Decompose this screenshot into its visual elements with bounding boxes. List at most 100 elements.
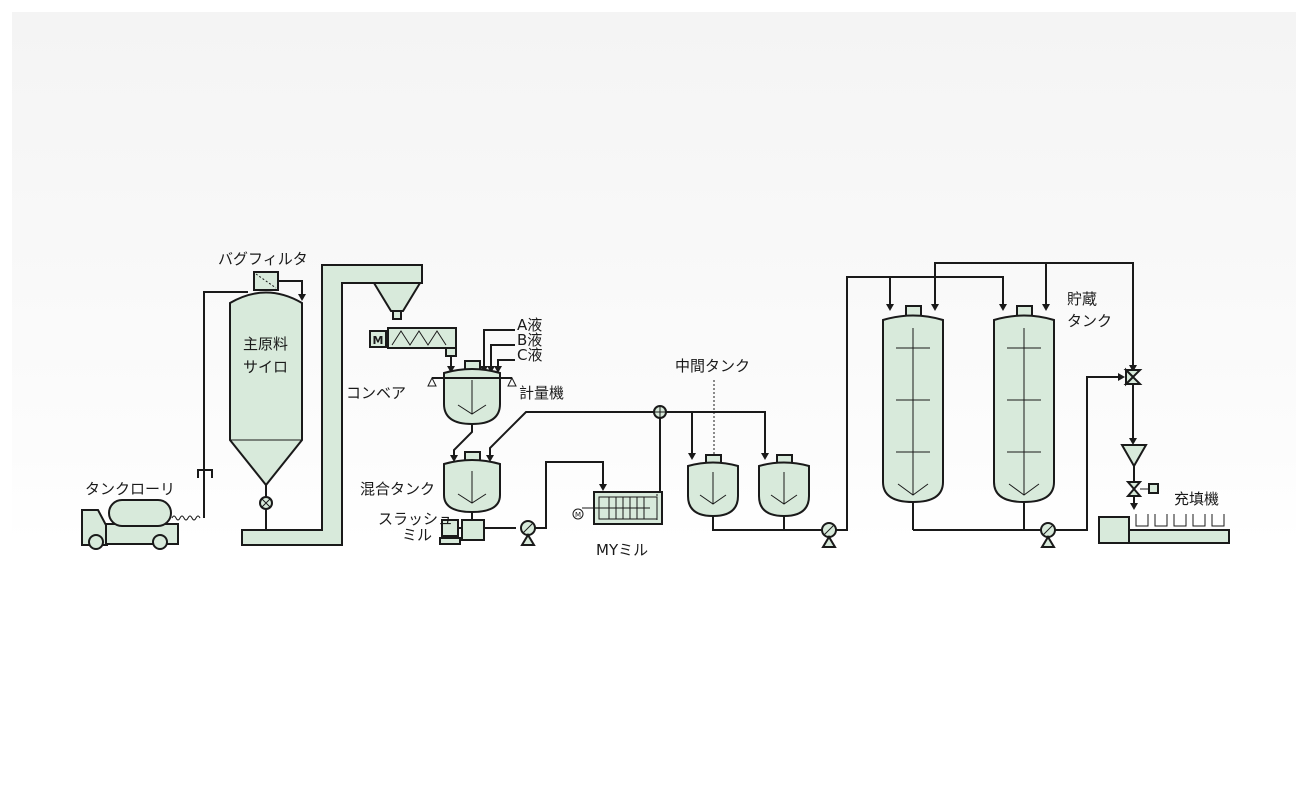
pump2-to-storage-line: [836, 276, 1004, 531]
recycle-inlet-arrow: [486, 455, 494, 462]
intermediate-tank-label: 中間タンク: [675, 357, 750, 375]
lorry-wheel-rear: [152, 534, 168, 550]
hopper-inlet-arrow: [1129, 438, 1137, 445]
pump-2-vane: [823, 524, 835, 536]
screw-motor: [369, 330, 387, 348]
liquid-c-label: C液: [517, 346, 542, 364]
filler-valve-bottom: [1125, 487, 1143, 497]
recycle-to-mix-line: [489, 411, 654, 455]
metering-to-mix-line: [453, 424, 473, 457]
storage-1-agitator: [897, 483, 929, 496]
pump-3-vane: [1042, 524, 1054, 536]
silo-label-line2: サイロ: [243, 358, 288, 376]
storage-2-inlet-arrow: [999, 304, 1007, 311]
intermediate-tank-2: [758, 454, 810, 518]
bag-filter-label: バグフィルタ: [218, 250, 308, 268]
storage-2-baffles: [1007, 347, 1041, 453]
storage-1-baffles: [896, 347, 930, 453]
int-tank-1-inlet-arrow: [688, 453, 696, 460]
mill-motor-label: M: [575, 511, 581, 519]
fill-arrow: [1130, 503, 1138, 510]
filler-valve-top: [1125, 481, 1143, 491]
load-cell-left-icon: [427, 376, 437, 387]
pump-1-vane: [522, 522, 534, 534]
filling-conveyor: [1098, 514, 1230, 544]
intermediate-tank-1: [687, 454, 739, 518]
filler-assembly: [1120, 367, 1159, 510]
tank-lorry-label: タンクローリ: [85, 480, 175, 498]
pump-3: [1040, 373, 1125, 548]
mill-header: [489, 405, 769, 460]
pump-2-base: [821, 535, 837, 548]
liquid-a-line: [483, 329, 515, 368]
screw-outlet-arrow: [447, 366, 455, 373]
return-storage-1-arrow: [931, 304, 939, 311]
pump3-to-valve-line: [1055, 376, 1120, 531]
pump-2: [821, 276, 1007, 548]
storage-tank-2: [993, 305, 1055, 530]
liquid-a-label: A液: [517, 316, 542, 334]
slasher-label-line1: スラッシュ: [378, 510, 453, 528]
liquid-b-arrow: [487, 366, 495, 373]
rotary-valve-cross: [261, 498, 271, 508]
pump-3-base: [1040, 535, 1056, 548]
storage-tank-1: [882, 305, 944, 530]
pump-1: [520, 461, 607, 546]
silo-label-line1: 主原料: [243, 335, 288, 353]
valve-side-arrow: [1118, 373, 1125, 381]
bucket-conveyor: [241, 264, 423, 546]
storage-1-inlet-arrow: [886, 304, 894, 311]
screw-outlet: [445, 347, 457, 357]
line-end-cap: [197, 469, 213, 478]
storage-label-line2: タンク: [1067, 312, 1112, 330]
lorry-to-bagfilter-line: [203, 291, 248, 518]
filler-label: 充填機: [1174, 490, 1219, 508]
liquid-c-line: [497, 359, 515, 368]
storage-2-agitator: [1008, 483, 1040, 496]
exhaust-arrow: [298, 294, 306, 301]
liquid-b-line: [490, 344, 515, 368]
conveyor-belt: [1128, 529, 1230, 544]
return-header-line: [934, 262, 1134, 367]
screw-flight: [391, 330, 447, 346]
mix-inlet-arrow: [450, 455, 458, 462]
my-mill: M: [572, 412, 663, 525]
screw-motor-label: M: [373, 334, 384, 347]
tank-lorry: [81, 291, 248, 550]
slasher-label-line2: ミル: [402, 526, 432, 544]
lorry-hose: [171, 515, 201, 521]
pump1-to-mill-line: [535, 461, 604, 529]
metering-tank: [427, 360, 517, 457]
mill-inlet-arrow: [599, 484, 607, 491]
mixing-tank: [443, 451, 501, 520]
conveyor-label: コンベア: [346, 384, 406, 402]
conveyor-drive: [1098, 516, 1130, 544]
hopper-screw-feeder: M: [369, 282, 457, 373]
hopper-neck: [392, 310, 402, 320]
header-line: [666, 411, 766, 455]
int-tank-2-inlet-arrow: [761, 453, 769, 460]
liquid-c-arrow: [494, 366, 502, 373]
screw-conveyor: [387, 327, 457, 349]
bag-filter-exhaust: [278, 280, 303, 296]
silo-body: [229, 291, 303, 487]
lorry-wheel-front: [88, 534, 104, 550]
bag-filter-element: [255, 273, 277, 289]
filler-valve-actuator: [1148, 483, 1159, 494]
load-cell-right-icon: [507, 376, 517, 387]
hopper: [372, 282, 422, 312]
filler-hopper: [1120, 444, 1148, 469]
return-storage-2-arrow: [1042, 304, 1050, 311]
background-band: [12, 12, 1296, 542]
lorry-tank: [108, 499, 172, 527]
liquid-b-label: B液: [517, 331, 542, 349]
three-way-valve-left: [1125, 367, 1135, 387]
int-tanks-outlet-header: [712, 516, 822, 531]
metering-label: 計量機: [519, 384, 564, 402]
valve-inlet-arrow: [1129, 365, 1137, 372]
my-mill-label: MYミル: [596, 541, 648, 559]
slasher-body: [461, 519, 485, 541]
mill-motor-icon: [572, 508, 584, 520]
